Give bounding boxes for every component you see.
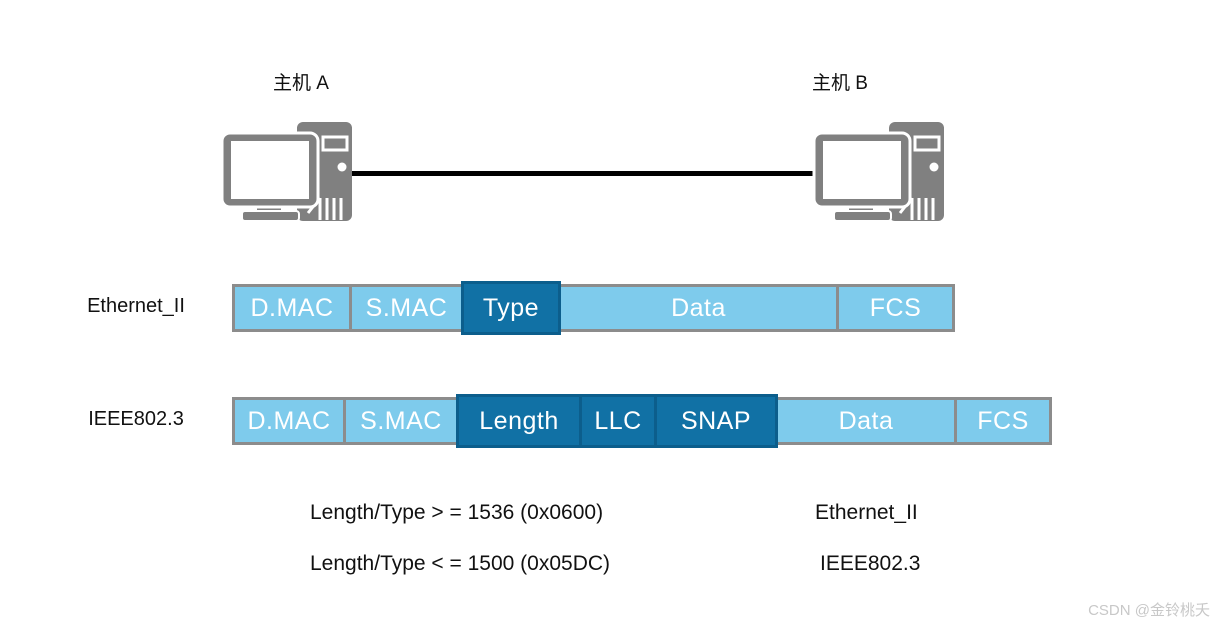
csdn-watermark: CSDN @金铃桃夭 [1088,602,1210,619]
ethernet-ii-frame-row: D.MAC S.MAC Type Data FCS [232,281,955,338]
field-cell: Data [558,284,839,332]
field-cell: LLC [579,394,657,448]
field-cell: Data [775,397,957,445]
host-b-label: 主机 B [812,73,868,94]
note-result-ethernet-ii: Ethernet_II [815,501,918,524]
note-condition-ieee8023: Length/Type < = 1500 (0x05DC) [310,552,611,575]
field-cell: FCS [836,284,955,332]
desktop-computer-icon [812,122,944,222]
field-cell: SNAP [654,394,778,448]
frame-label-ieee8023: IEEE802.3 [88,408,184,430]
field-cell: Length [456,394,582,448]
note-condition-ethernet-ii: Length/Type > = 1536 (0x0600) [310,501,604,524]
note-result-ieee8023: IEEE802.3 [820,552,921,575]
ieee8023-frame-row: D.MAC S.MAC Length LLC SNAP Data FCS [232,394,1052,451]
field-cell: D.MAC [232,397,346,445]
field-cell: D.MAC [232,284,352,332]
host-a-label: 主机 A [273,73,329,94]
field-cell: FCS [954,397,1052,445]
desktop-computer-icon [220,122,352,222]
network-cable-line [348,171,816,176]
field-cell: S.MAC [349,284,464,332]
field-cell: Type [461,281,561,335]
field-cell: S.MAC [343,397,459,445]
frame-label-ethernet-ii: Ethernet_II [87,295,185,317]
